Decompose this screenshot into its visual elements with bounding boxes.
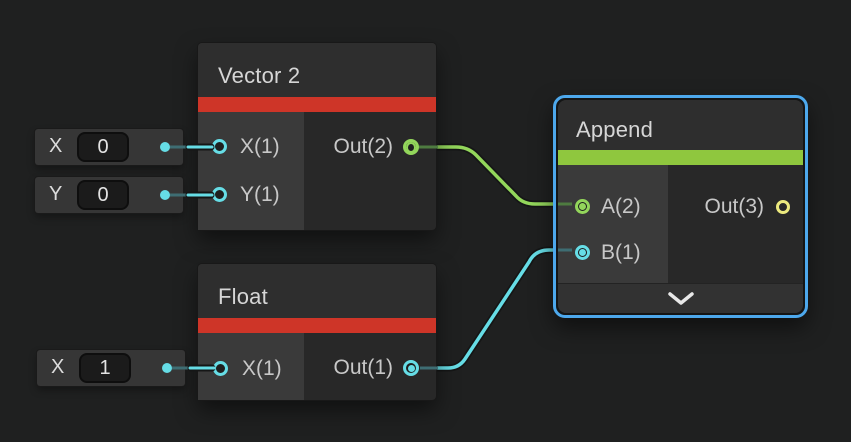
widget-float-x-label: X [51,356,65,378]
node-append-title: Append [576,117,654,142]
node-append-header[interactable]: Append [558,100,803,150]
node-append-input-column [558,165,668,283]
widget-vector2-y-port-dot[interactable] [160,190,170,200]
node-vector2-title: Vector 2 [218,63,301,88]
port-float-x-label: X(1) [242,357,282,380]
node-append-expand-button[interactable] [558,283,803,313]
widget-float-x: X [37,350,185,386]
port-vector2-y-label: Y(1) [240,183,280,206]
node-append-accent-bar [558,150,803,165]
node-vector2-body [198,112,436,230]
node-float-title: Float [218,284,268,309]
node-vector2-input-column [198,112,304,230]
widget-vector2-y-field[interactable] [77,180,129,210]
chevron-down-icon [667,292,694,305]
node-vector2-accent-bar [198,97,436,112]
node-vector2[interactable]: Vector 2 X(1) Y(1) Out(2) [198,43,436,230]
port-float-out-output[interactable] [403,360,419,376]
edge-vector2-out-to-append-a[interactable] [435,145,559,206]
port-append-b-input[interactable] [575,245,590,260]
port-vector2-x-label: X(1) [240,135,280,158]
port-append-out-label: Out(3) [704,195,764,218]
widget-float-x-port-dot[interactable] [162,363,172,373]
port-append-b-label: B(1) [601,241,641,264]
widget-vector2-x-field[interactable] [77,132,129,162]
widget-vector2-y: Y [35,177,183,213]
widget-vector2-x-label: X [49,135,63,157]
port-vector2-out-label: Out(2) [333,135,393,158]
node-float[interactable]: Float X(1) Out(1) [198,264,436,400]
port-float-out-label: Out(1) [333,356,393,379]
edge-float-out-to-append-b[interactable] [435,248,559,370]
port-append-a-input[interactable] [575,199,590,214]
node-vector2-header[interactable]: Vector 2 [198,43,436,97]
port-append-out-output[interactable] [776,200,790,214]
node-float-accent-bar [198,318,436,333]
widget-vector2-x: X [35,129,183,165]
node-float-header[interactable]: Float [198,264,436,318]
widget-vector2-y-label: Y [49,183,63,205]
node-append-body [558,165,803,283]
widget-vector2-x-port-dot[interactable] [160,142,170,152]
port-vector2-out-output[interactable] [403,139,419,155]
node-float-body [198,333,436,400]
node-append[interactable]: Append A(2) B(1) Out(3) [553,95,808,318]
widget-float-x-field[interactable] [79,353,131,383]
port-append-a-label: A(2) [601,195,641,218]
